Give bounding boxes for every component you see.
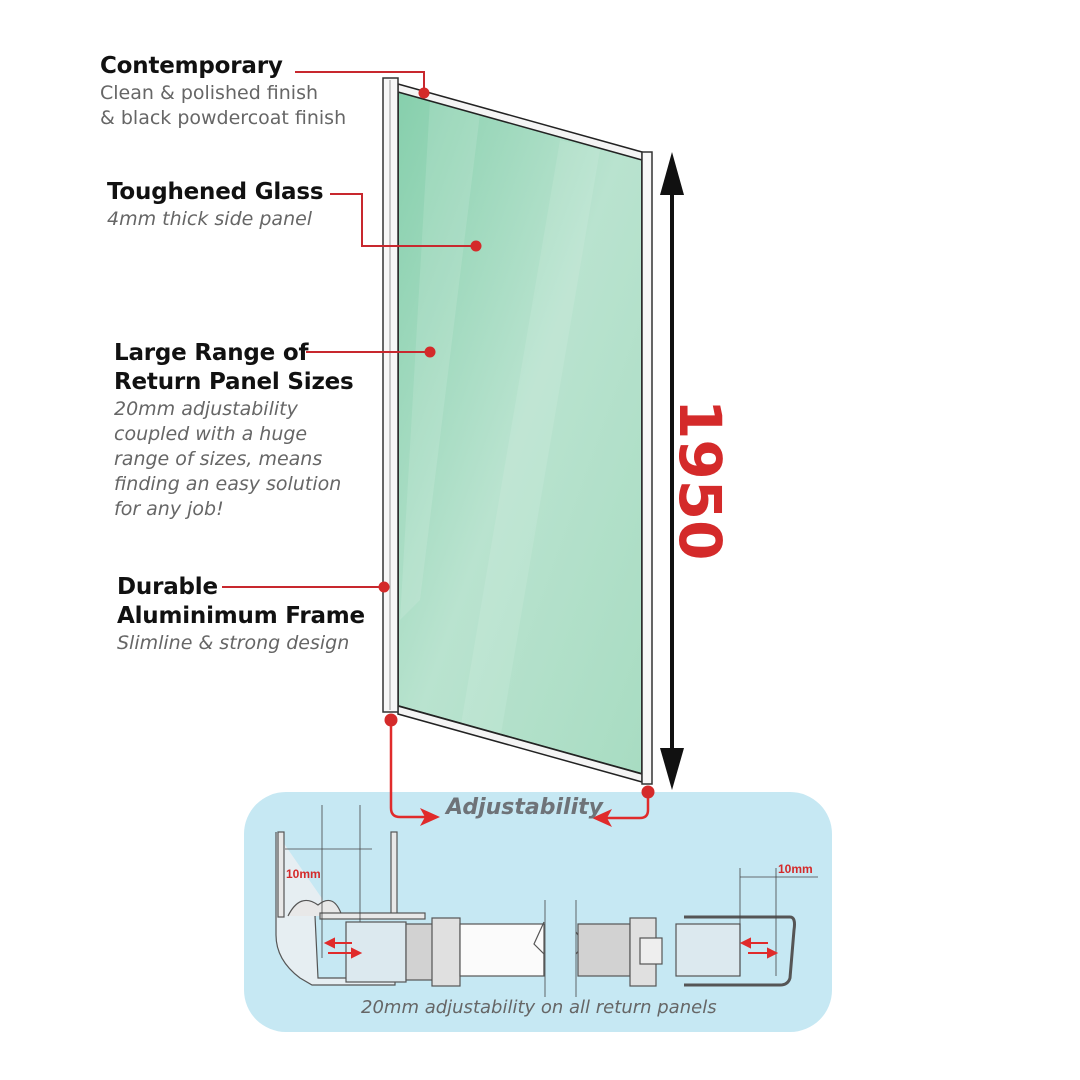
- feature-description-line: 4mm thick side panel: [107, 208, 313, 230]
- leader-dots: [378, 87, 655, 799]
- feature-description-line: range of sizes, means: [114, 448, 323, 470]
- feature-description-line: coupled with a huge: [114, 423, 308, 445]
- feature-toughened-glass: Toughened Glass 4mm thick side panel: [107, 178, 324, 232]
- feature-title-line: Durable: [117, 574, 218, 600]
- feature-title-line: Return Panel Sizes: [114, 369, 354, 395]
- feature-title: Toughened Glass: [107, 179, 324, 205]
- feature-title-line: Aluminimum Frame: [117, 603, 365, 629]
- feature-description-line: finding an easy solution: [114, 473, 342, 495]
- feature-description-line: Clean & polished finish: [100, 82, 319, 104]
- cross-section-drawing: [275, 805, 818, 997]
- feature-aluminium-frame: Durable Aluminimum Frame Slimline & stro…: [117, 573, 365, 656]
- glass-panel: [382, 77, 653, 785]
- height-dimension-label: 1950: [666, 399, 734, 561]
- feature-contemporary: Contemporary Clean & polished finish & b…: [100, 52, 346, 131]
- leader-lines: [222, 71, 476, 588]
- adjustability-arrows: [389, 726, 650, 827]
- right-gap-label: 10mm: [778, 862, 813, 876]
- feature-title: Contemporary: [100, 53, 283, 79]
- height-dimension-arrow: [660, 152, 684, 790]
- feature-description-line: for any job!: [114, 498, 224, 520]
- feature-large-range: Large Range of Return Panel Sizes 20mm a…: [114, 339, 354, 522]
- left-gap-label: 10mm: [286, 867, 321, 881]
- feature-description-line: & black powdercoat finish: [100, 107, 347, 129]
- adjustability-label: Adjustability: [446, 795, 603, 820]
- gap-arrows: [323, 937, 779, 959]
- feature-title-line: Large Range of: [114, 340, 309, 366]
- feature-description-line: 20mm adjustability: [114, 398, 298, 420]
- feature-description-line: Slimline & strong design: [117, 632, 350, 654]
- adjustability-caption: 20mm adjustability on all return panels: [361, 997, 717, 1018]
